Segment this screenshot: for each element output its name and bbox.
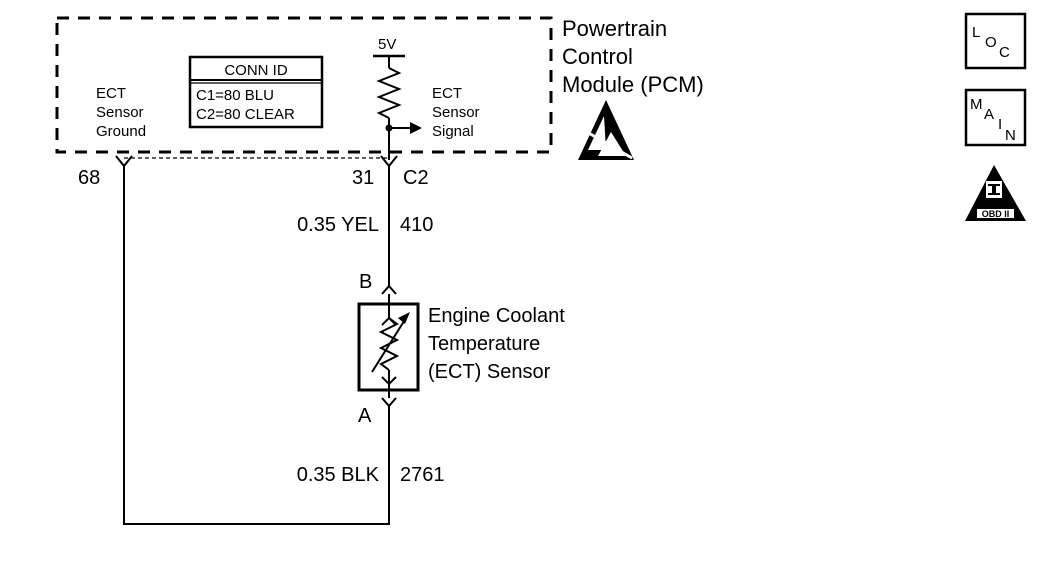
main-letter-a: A <box>984 106 994 123</box>
ground-label-line-1: ECT <box>96 85 126 102</box>
loc-letter-o: O <box>985 34 997 51</box>
signal-label-line-2: Sensor <box>432 104 480 121</box>
reference-voltage-label: 5V <box>378 36 396 53</box>
obd-ii-label: OBD II <box>982 209 1010 219</box>
obd-ii-icon: OBD II <box>965 165 1026 221</box>
sensor-terminal-a: A <box>358 405 372 427</box>
loc-letter-l: L <box>972 24 980 41</box>
signal-connector-id: C2 <box>403 167 429 189</box>
signal-label-line-1: ECT <box>432 85 462 102</box>
sensor-terminal-b: B <box>359 271 372 293</box>
conn-id-table: CONN ID C1=80 BLU C2=80 CLEAR <box>188 55 324 129</box>
ground-label-line-2: Sensor <box>96 104 144 121</box>
ground-wire-circuit: 2761 <box>400 464 445 486</box>
pcm-title-line-2: Control <box>562 44 633 69</box>
main-letter-n: N <box>1005 127 1016 144</box>
pcm-title-line-3: Module (PCM) <box>562 72 704 97</box>
signal-wire-circuit: 410 <box>400 214 433 236</box>
sensor-name-line-2: Temperature <box>428 333 540 355</box>
loc-icon: L O C <box>964 12 1027 70</box>
pcm-title-line-1: Powertrain <box>562 16 667 41</box>
loc-letter-c: C <box>999 44 1010 61</box>
signal-label-line-3: Signal <box>432 123 474 140</box>
main-letter-m: M <box>970 96 983 113</box>
ect-sensor-thermistor-icon <box>357 302 420 392</box>
esd-sensitive-icon <box>578 100 634 160</box>
signal-sense-arrow-icon <box>410 122 422 134</box>
main-letter-i: I <box>998 116 1002 133</box>
conn-id-row-1: C1=80 BLU <box>196 87 274 104</box>
conn-id-row-2: C2=80 CLEAR <box>196 106 295 123</box>
pull-up-resistor <box>376 56 402 160</box>
terminal-b-connector-icon <box>381 284 397 295</box>
main-icon: M A I N <box>964 88 1027 147</box>
terminal-a-connector-icon <box>381 397 397 408</box>
sensor-name-line-1: Engine Coolant <box>428 305 565 327</box>
ground-wire <box>123 166 390 525</box>
sensor-name-line-3: (ECT) Sensor <box>428 361 551 383</box>
ground-pin-number: 68 <box>78 167 100 189</box>
ground-wire-color: 0.35 BLK <box>297 464 380 486</box>
ground-label-line-3: Ground <box>96 123 146 140</box>
signal-pin-number: 31 <box>352 167 374 189</box>
conn-id-header: CONN ID <box>224 62 288 79</box>
signal-wire-color: 0.35 YEL <box>297 214 379 236</box>
